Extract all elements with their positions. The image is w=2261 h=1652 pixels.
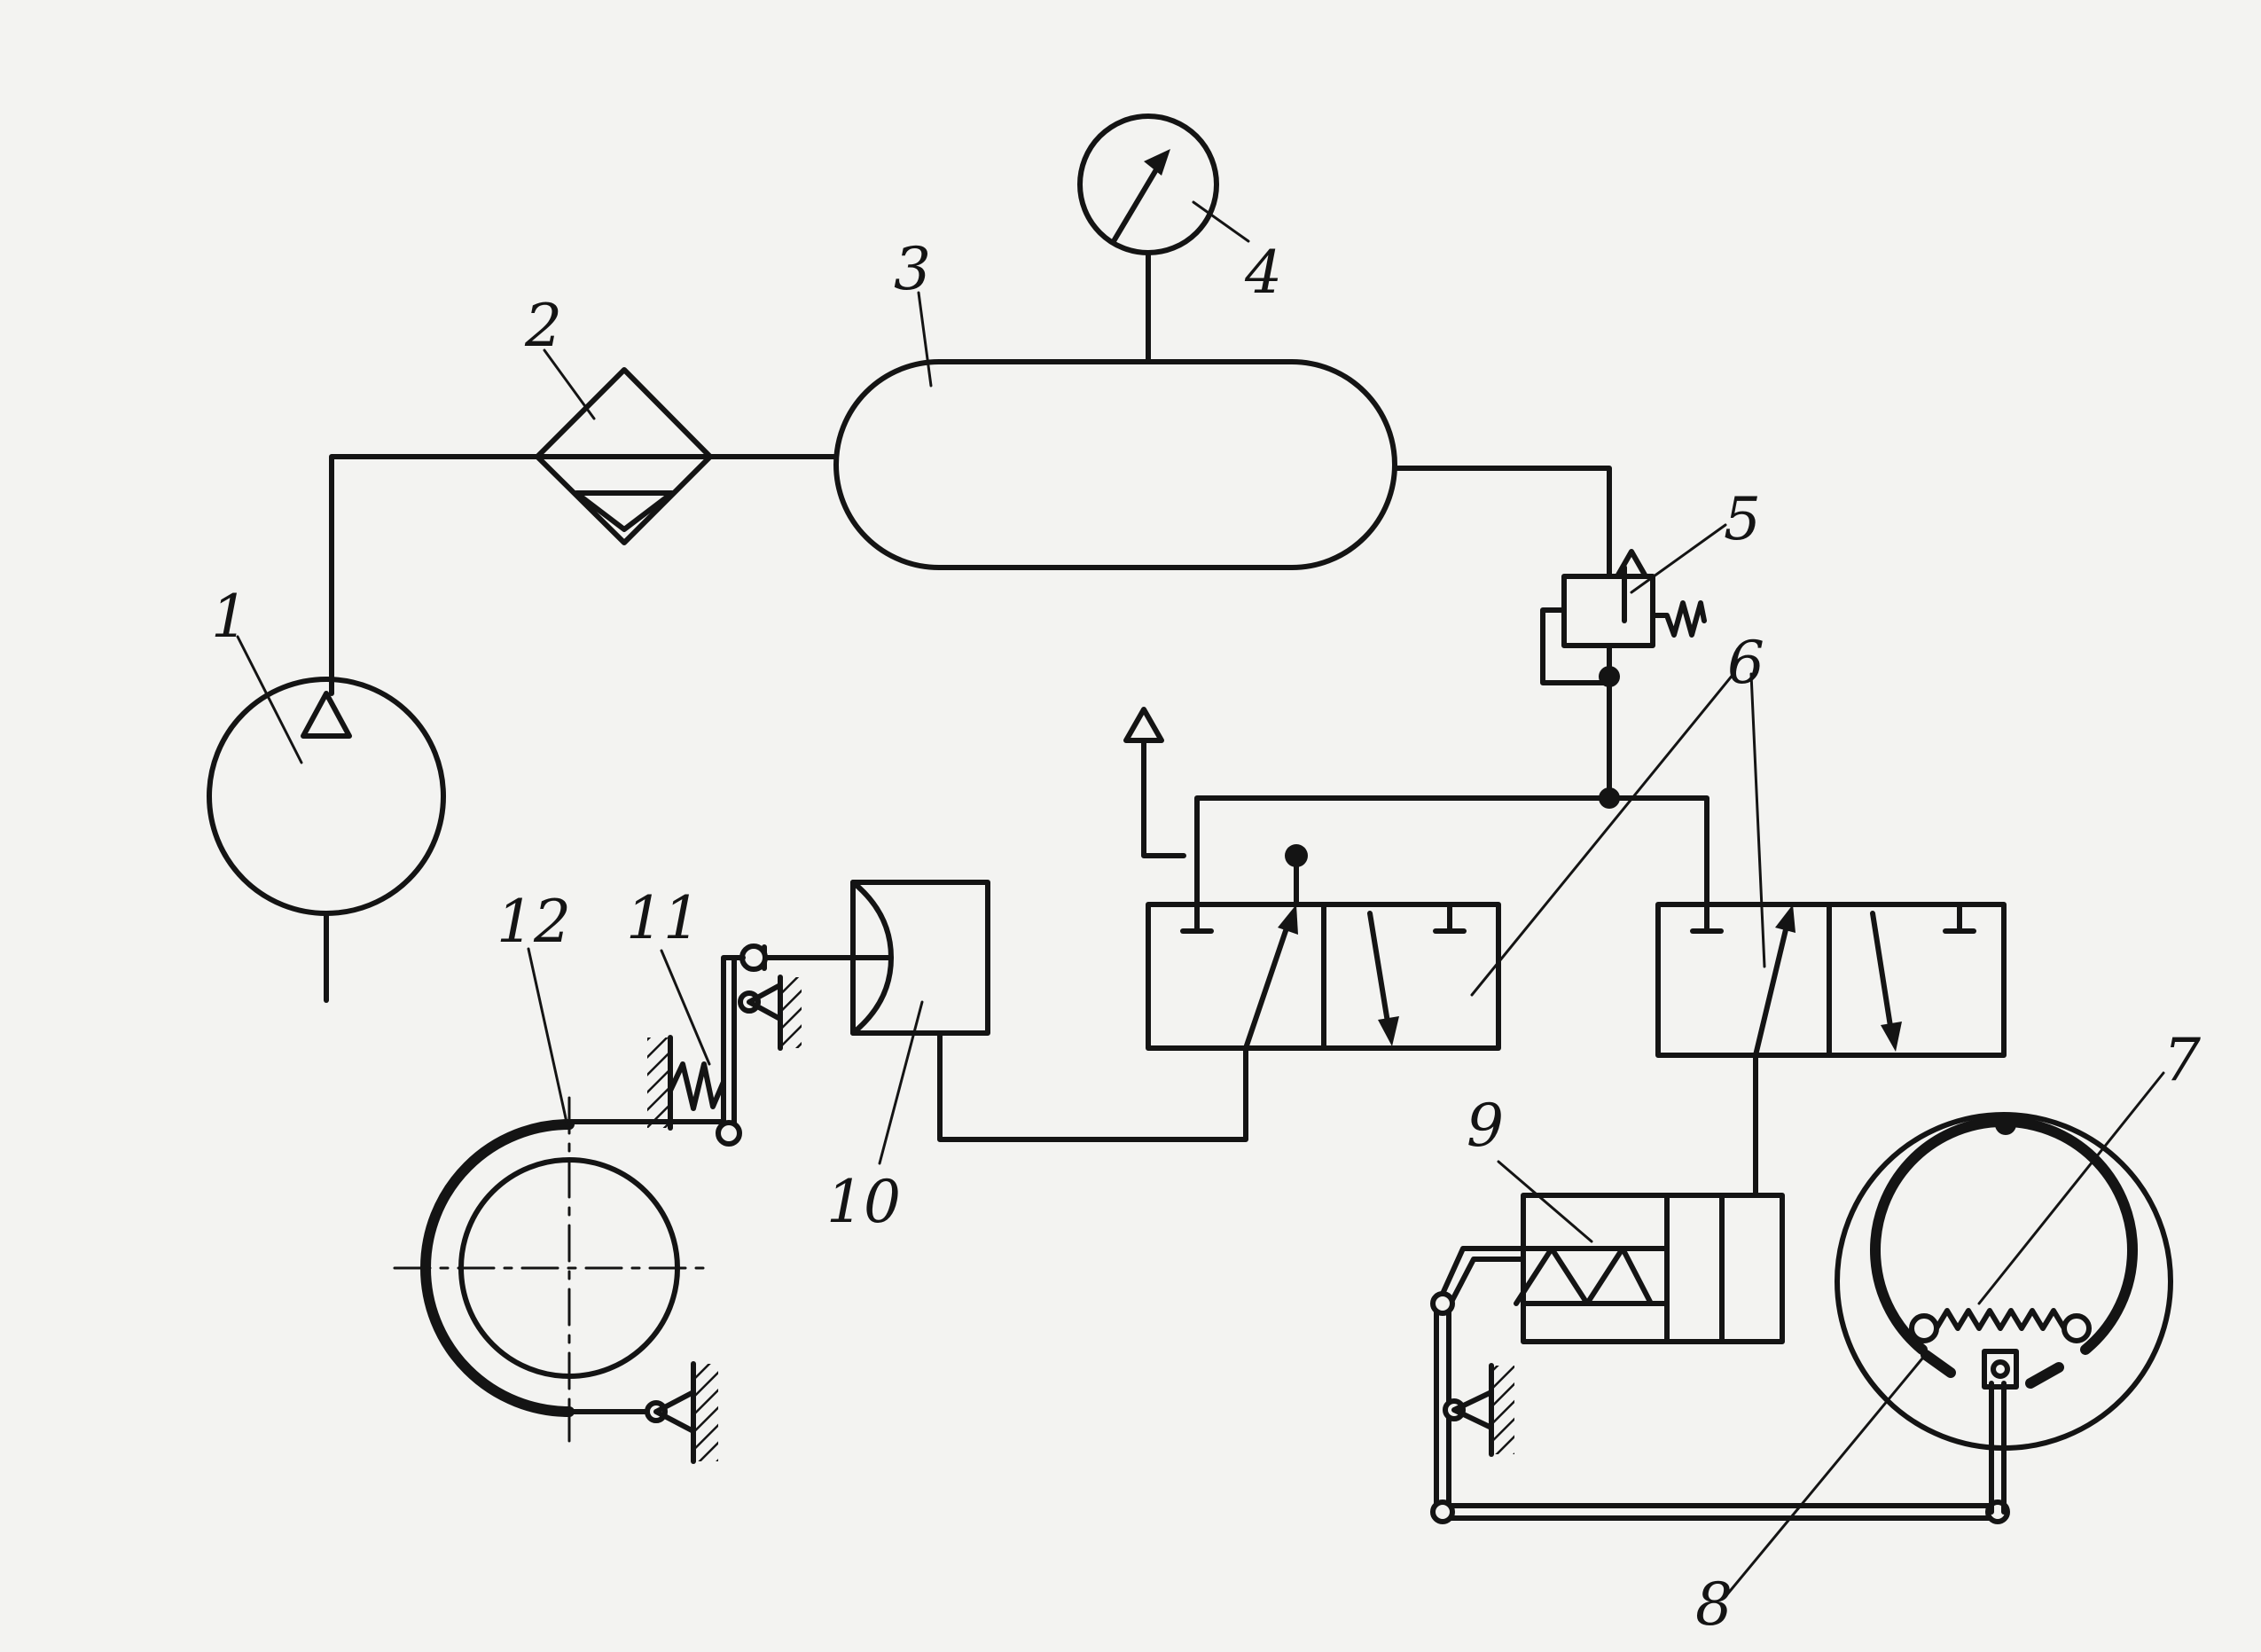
label-2: 2	[524, 292, 562, 360]
label-3: 3	[894, 235, 931, 303]
leader-8	[1725, 1357, 1924, 1596]
label-1: 1	[211, 583, 248, 651]
leader-6b	[1749, 672, 1766, 968]
label-7: 7	[2163, 1026, 2201, 1094]
pressure-valve	[1540, 549, 1707, 685]
pressure-gauge	[1077, 114, 1219, 364]
junction-valve	[1599, 666, 1620, 687]
leader-7	[1977, 1071, 2165, 1305]
exhaust-arrow	[1123, 707, 1164, 743]
leader-11	[660, 949, 711, 1066]
label-6: 6	[1727, 629, 1764, 697]
compressor	[207, 677, 446, 1003]
label-5: 5	[1724, 485, 1761, 553]
label-11: 11	[626, 884, 700, 952]
label-8: 8	[1695, 1570, 1733, 1639]
leader-3	[917, 291, 933, 388]
lever-spring	[567, 943, 802, 1147]
leader-1	[236, 635, 303, 764]
pipe-compressor-filter	[329, 454, 540, 696]
pipe-valve-cylinder	[937, 1030, 1248, 1142]
directional-valve-left	[1146, 853, 1501, 1051]
air-receiver-tank	[833, 359, 1397, 570]
leader-10	[878, 1000, 924, 1165]
directional-valve-right	[1655, 838, 2007, 1058]
return-line	[1141, 738, 1186, 858]
filter-separator	[535, 367, 713, 545]
leader-2	[543, 348, 596, 420]
supply-line-upper	[1194, 795, 1709, 907]
brake-drum-left	[393, 1096, 718, 1464]
linkage-right	[1430, 1291, 2010, 1524]
label-10: 10	[826, 1168, 901, 1236]
label-9: 9	[1467, 1092, 1504, 1160]
leader-5	[1630, 523, 1727, 594]
leader-4	[1192, 200, 1250, 243]
brake-drum-right	[1835, 1112, 2173, 1451]
label-12: 12	[497, 888, 571, 956]
spring-actuator	[1436, 1053, 1785, 1344]
leader-6a	[1470, 672, 1735, 997]
pipe-tank-valve	[1392, 466, 1612, 579]
label-4: 4	[1244, 239, 1282, 307]
leader-9	[1497, 1160, 1593, 1243]
brake-cylinder	[762, 880, 990, 1036]
leader-12	[527, 947, 569, 1128]
